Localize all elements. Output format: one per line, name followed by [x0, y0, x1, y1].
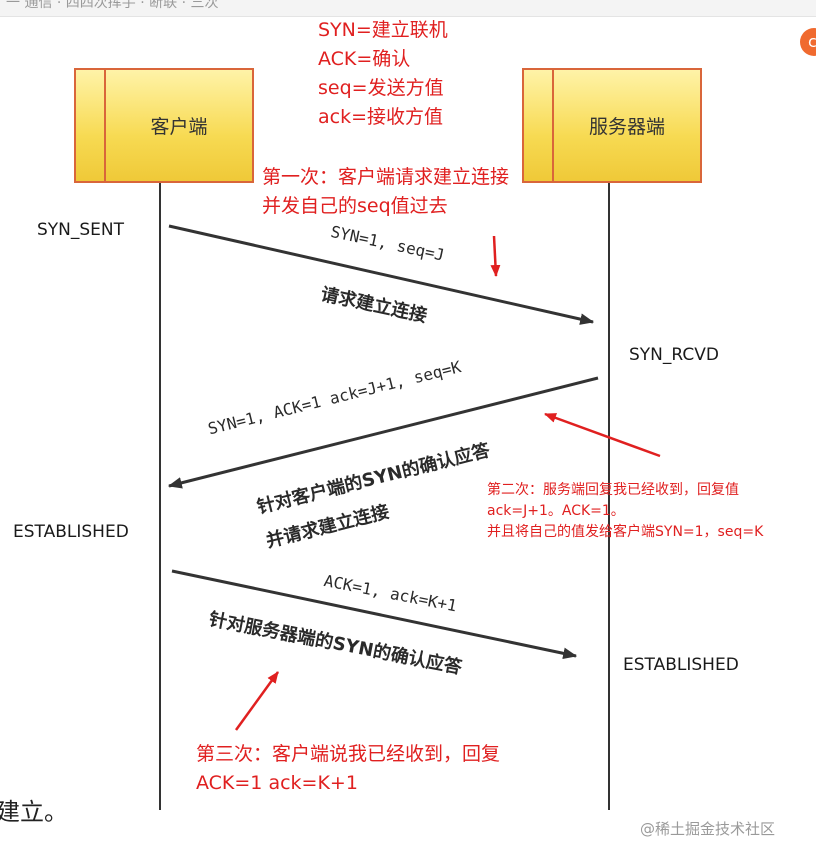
- annotation-arrow-2: [544, 412, 661, 458]
- watermark: @稀土掘金技术社区: [640, 820, 776, 838]
- message-arrow-3: [171, 569, 578, 660]
- note-third-line2: ACK=1 ack=K+1: [196, 772, 358, 794]
- note-second-line3: 并且将自己的值发给客户端SYN=1，seq=K: [487, 524, 764, 540]
- annotation-arrow-1: [490, 235, 501, 277]
- client-box-stripe: [76, 70, 106, 181]
- note-second-line2: ack=J+1。ACK=1。: [487, 503, 625, 519]
- legend-ack: ACK=确认: [318, 48, 411, 70]
- server-box-stripe: [524, 70, 554, 181]
- client-state-syn-sent: SYN_SENT: [37, 220, 125, 240]
- top-bar-text: 一 通信 · 四四次挥手 · 断联 · 三次: [6, 0, 219, 11]
- server-box: 服务器端: [522, 68, 702, 183]
- note-third-handshake: 第三次：客户端说我已经收到，回复 ACK=1 ack=K+1: [196, 740, 500, 798]
- message-arrow-1: [168, 224, 595, 325]
- legend-ack-lower: ack=接收方值: [318, 106, 444, 128]
- server-state-syn-rcvd: SYN_RCVD: [629, 345, 719, 365]
- legend-syn: SYN=建立联机: [318, 19, 448, 41]
- client-label: 客户端: [150, 116, 208, 138]
- client-state-established: ESTABLISHED: [13, 522, 129, 542]
- note-third-line1: 第三次：客户端说我已经收到，回复: [196, 743, 501, 765]
- client-box: 客户端: [74, 68, 254, 183]
- note-second-handshake: 第二次：服务端回复我已经收到，回复值 ack=J+1。ACK=1。 并且将自己的…: [487, 480, 763, 543]
- server-label: 服务器端: [588, 116, 665, 138]
- note-first-line2: 并发自己的seq值过去: [262, 195, 448, 217]
- legend: SYN=建立联机 ACK=确认 seq=发送方值 ack=接收方值: [318, 16, 448, 132]
- note-first-handshake: 第一次：客户端请求建立连接 并发自己的seq值过去: [262, 163, 509, 221]
- server-state-established: ESTABLISHED: [623, 655, 739, 675]
- top-bar: 一 通信 · 四四次挥手 · 断联 · 三次: [0, 0, 816, 17]
- article-text-fragment: 建立。: [0, 798, 68, 826]
- note-first-line1: 第一次：客户端请求建立连接: [262, 166, 510, 188]
- note-second-line1: 第二次：服务端回复我已经收到，回复值: [487, 482, 739, 498]
- message-arrow-2: [167, 376, 599, 489]
- annotation-arrow-3: [234, 671, 280, 731]
- logo-icon[interactable]: c: [800, 28, 816, 56]
- legend-seq: seq=发送方值: [318, 77, 444, 99]
